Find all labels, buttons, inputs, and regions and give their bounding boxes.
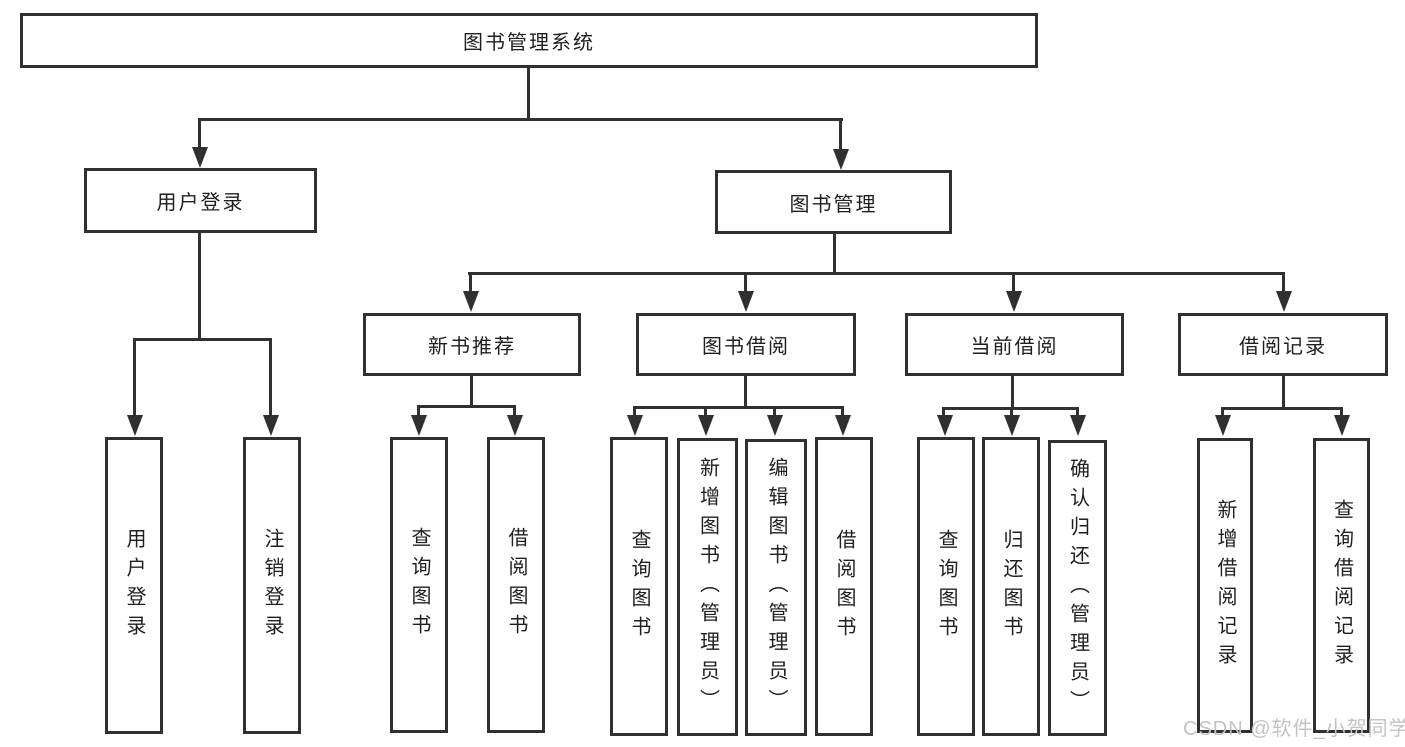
node-book-borrowing: 图书借阅 [636, 313, 856, 376]
leaf-logout: 注销登录 [243, 437, 301, 734]
leaf-query-borrow-record: 查询借阅记录 [1313, 438, 1370, 733]
leaf-label: 查询借阅记录 [1330, 498, 1353, 673]
connector-drop-new-book [469, 272, 472, 291]
node-library-management-system: 图书管理系统 [20, 13, 1038, 68]
arrowhead-bb-query [627, 415, 643, 436]
leaf-add-borrow-record: 新增借阅记录 [1197, 438, 1253, 733]
leaf-label: 编辑图书（管理员） [765, 457, 787, 718]
csdn-watermark: CSDN @软件_小贺同学 [1183, 718, 1405, 740]
connector-root-stem [527, 68, 530, 118]
arrowhead-nb-borrow [507, 415, 523, 436]
connector-user-login-stem [198, 233, 201, 338]
arrowhead-current-borrow [1006, 291, 1022, 312]
connector-drop-cb-query [942, 407, 945, 415]
arrowhead-cb-query [937, 415, 953, 436]
connector-drop-cb-confirm [1076, 407, 1079, 415]
arrowhead-cb-confirm [1070, 415, 1086, 436]
leaf-label: 查询图书 [408, 527, 430, 643]
node-label: 当前借阅 [970, 336, 1059, 358]
connector-current-borrow-stem [1011, 376, 1014, 407]
arrowhead-nb-query [411, 415, 427, 436]
connector-drop-book-management [839, 118, 842, 149]
leaf-query-books-borrowing: 查询图书 [610, 437, 668, 736]
arrowhead-cb-return [1004, 415, 1020, 436]
leaf-query-books-current: 查询图书 [917, 437, 975, 736]
node-borrowing-records: 借阅记录 [1178, 313, 1388, 376]
leaf-label: 归还图书 [1000, 528, 1022, 645]
leaf-user-login: 用户登录 [105, 437, 163, 734]
arrowhead-user-login [192, 147, 208, 168]
connector-drop-br-query [1340, 407, 1343, 415]
leaf-add-books-admin: 新增图书（管理员） [677, 438, 738, 736]
connector-book-mgmt-stem [833, 234, 836, 272]
node-book-management: 图书管理 [715, 170, 952, 234]
leaf-label: 查询图书 [935, 528, 957, 645]
leaf-label: 确认归还（管理员） [1066, 457, 1089, 719]
connector-drop-borrow-records [1282, 272, 1285, 291]
leaf-label: 用户登录 [123, 527, 145, 644]
leaf-label: 借阅图书 [505, 527, 527, 643]
arrowhead-book-borrow [738, 291, 754, 312]
connector-drop-bb-borrow [841, 406, 844, 415]
connector-drop-nb-borrow [513, 405, 516, 415]
connector-drop-nb-query [417, 405, 420, 415]
connector-drop-current-borrow [1012, 272, 1015, 291]
node-label: 图书管理系统 [463, 32, 595, 54]
arrowhead-new-book [463, 291, 479, 312]
arrowhead-br-add [1215, 415, 1231, 436]
leaf-edit-books-admin: 编辑图书（管理员） [745, 439, 807, 736]
arrowhead-leaf-login [127, 415, 143, 436]
arrowhead-br-query [1334, 415, 1350, 436]
connector-drop-book-borrow [744, 272, 747, 291]
connector-drop-bb-add [704, 406, 707, 415]
arrowhead-bb-add [698, 415, 714, 436]
arrowhead-leaf-logout [263, 415, 279, 436]
connector-drop-cb-return [1010, 407, 1013, 415]
connector-drop-br-add [1221, 407, 1224, 415]
connector-drop-bb-query [633, 406, 636, 415]
leaf-borrow-books-recommend: 借阅图书 [487, 437, 545, 733]
node-label: 用户登录 [156, 192, 245, 214]
leaf-label: 查询图书 [628, 528, 650, 645]
leaf-borrow-books: 借阅图书 [815, 437, 873, 736]
node-user-login: 用户登录 [84, 168, 317, 233]
connector-user-login-branch [133, 338, 272, 341]
connector-new-book-stem [470, 376, 473, 405]
connector-borrow-records-stem [1282, 376, 1285, 407]
connector-drop-bb-edit [773, 406, 776, 415]
arrowhead-bb-edit [767, 415, 783, 436]
node-current-borrowing: 当前借阅 [905, 313, 1124, 376]
leaf-label: 借阅图书 [833, 528, 855, 645]
connector-borrow-records-branch [1221, 407, 1343, 410]
node-label: 新书推荐 [428, 336, 516, 358]
connector-book-borrow-branch [633, 406, 844, 409]
node-label: 图书管理 [789, 193, 878, 216]
leaf-label: 新增图书（管理员） [696, 456, 719, 718]
connector-book-borrow-stem [744, 376, 747, 406]
connector-drop-leaf-logout [269, 338, 272, 415]
arrowhead-borrow-records [1276, 291, 1292, 312]
leaf-label: 注销登录 [261, 527, 283, 644]
connector-new-book-branch [417, 405, 516, 408]
connector-root-branch [198, 118, 843, 121]
connector-drop-user-login [198, 118, 201, 148]
leaf-query-books-recommend: 查询图书 [390, 437, 448, 733]
node-label: 借阅记录 [1239, 336, 1327, 358]
connector-book-mgmt-branch [468, 272, 1285, 275]
leaf-label: 新增借阅记录 [1214, 498, 1236, 673]
leaf-return-books: 归还图书 [982, 437, 1040, 736]
leaf-confirm-return-admin: 确认归还（管理员） [1048, 440, 1107, 736]
arrowhead-book-management [833, 149, 849, 170]
connector-drop-leaf-login [133, 338, 136, 415]
arrowhead-bb-borrow [835, 415, 851, 436]
node-label: 图书借阅 [702, 336, 790, 358]
node-new-book-recommend: 新书推荐 [363, 313, 581, 376]
